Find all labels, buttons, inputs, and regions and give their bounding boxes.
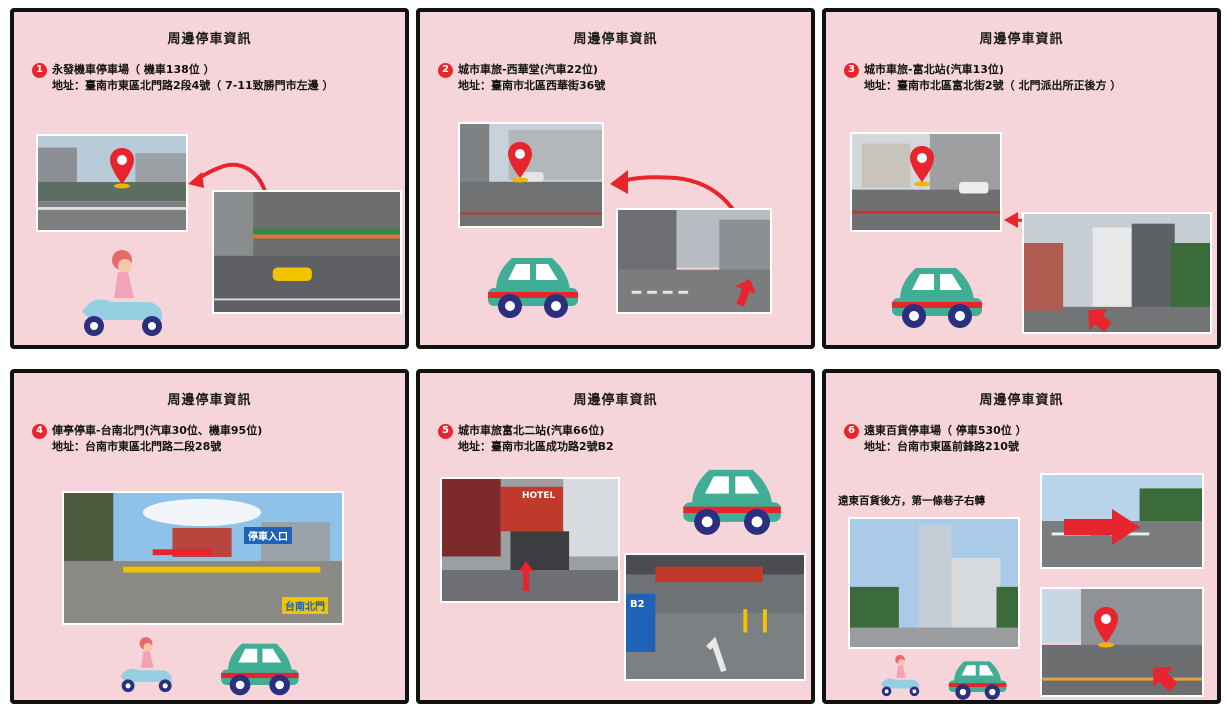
panel-header: 4 俥亭停車-台南北門(汽車30位、機車95位) 地址：台南市東區北門路二段28號 [32,423,397,455]
map-pin-icon [110,148,134,189]
lot-name: 城市車旅-富北站(汽車13位) [864,63,1004,76]
panel-4: 周邊停車資訊 4 俥亭停車-台南北門(汽車30位、機車95位) 地址：台南市東區北… [10,369,409,704]
scooter-icon [120,637,172,693]
panel-title: 周邊停車資訊 [167,32,252,47]
panel-title: 周邊停車資訊 [167,393,252,408]
panel-6: 周邊停車資訊 6 遠東百貨停車場（ 停車530位 ） 地址：台南市東區前鋒路210… [822,369,1221,704]
number-badge: 5 [438,423,453,439]
street-photo-building [1022,212,1212,334]
sign-hotel: HOTEL [522,491,556,501]
up-arrow-icon [1088,308,1112,332]
department-store-photo [848,517,1020,649]
street-photo-lot [36,134,188,232]
scooter-icon [880,654,920,697]
map-pin-icon [1094,607,1118,648]
car-icon [892,268,982,328]
panel-header: 6 遠東百貨停車場（ 停車530位 ） 地址：台南市東區前鋒路210號 [844,423,1209,455]
map-pin-icon [508,142,532,183]
lot-address: 地址：台南市東區前鋒路210號 [864,440,1019,453]
panel-header: 5 城市車旅富北二站(汽車66位) 地址：臺南市北區成功路2號B2 [438,423,803,455]
lot-name: 城市車旅富北二站(汽車66位) [458,424,605,437]
street-photo-store [212,190,402,314]
panel-title: 周邊停車資訊 [573,393,658,408]
street-photo-intersection [616,208,772,314]
lot-name: 俥亭停車-台南北門(汽車30位、機車95位) [52,424,263,437]
lot-address: 地址：臺南市北區成功路2號B2 [458,440,614,453]
map-pin-icon [910,146,934,187]
number-badge: 3 [844,62,859,78]
directions-note: 遠東百貨後方，第一條巷子右轉 [838,495,985,507]
lot-address: 地址：臺南市東區北門路2段4號（ 7-11致勝門市左邊 ） [52,79,334,92]
car-icon [221,643,299,696]
lot-address: 地址：臺南市北區西華街36號 [458,79,606,92]
lot-name: 城市車旅-西華堂(汽車22位) [458,63,598,76]
scooter-icon [82,250,163,336]
car-icon [683,469,781,535]
number-badge: 1 [32,62,47,78]
panel-3: 周邊停車資訊 3 城市車旅-富北站(汽車13位) 地址：臺南市北區富北街2號（ 北… [822,8,1221,349]
number-badge: 4 [32,423,47,439]
sign-parking-entrance: 停車入口 [244,527,292,544]
right-arrow-icon [1064,509,1140,545]
entrance-photo [440,477,620,603]
car-icon [948,661,1007,700]
lot-name: 遠東百貨停車場（ 停車530位 ） [864,424,1027,437]
up-arrow-icon [1153,667,1178,692]
panel-header: 1 永發機車停車場（ 機車138位 ） 地址：臺南市東區北門路2段4號（ 7-11… [32,62,397,94]
panel-title: 周邊停車資訊 [573,32,658,47]
sign-b2: B2 [630,599,645,610]
panel-header: 3 城市車旅-富北站(汽車13位) 地址：臺南市北區富北街2號（ 北門派出所正後方… [844,62,1209,94]
number-badge: 6 [844,423,859,439]
up-arrow-icon [519,561,533,591]
panel-title: 周邊停車資訊 [979,32,1064,47]
panel-1: 周邊停車資訊 1 永發機車停車場（ 機車138位 ） 地址：臺南市東區北門路2段4… [10,8,409,349]
number-badge: 2 [438,62,453,78]
panel-header: 2 城市車旅-西華堂(汽車22位) 地址：臺南市北區西華街36號 [438,62,803,94]
panel-2: 周邊停車資訊 2 城市車旅-西華堂(汽車22位) 地址：臺南市北區西華街36號 [416,8,815,349]
up-arrow-icon [735,278,757,307]
lot-address: 地址：臺南市北區富北街2號（ 北門派出所正後方 ） [864,79,1122,92]
panel-title: 周邊停車資訊 [979,393,1064,408]
car-icon [488,258,578,318]
garage-photo [624,553,806,681]
lot-name: 永發機車停車場（ 機車138位 ） [52,63,215,76]
lot-address: 地址：台南市東區北門路二段28號 [52,440,222,453]
street-photo-alley [1040,587,1204,697]
sign-tainan-beimen: 台南北門 [282,597,328,614]
